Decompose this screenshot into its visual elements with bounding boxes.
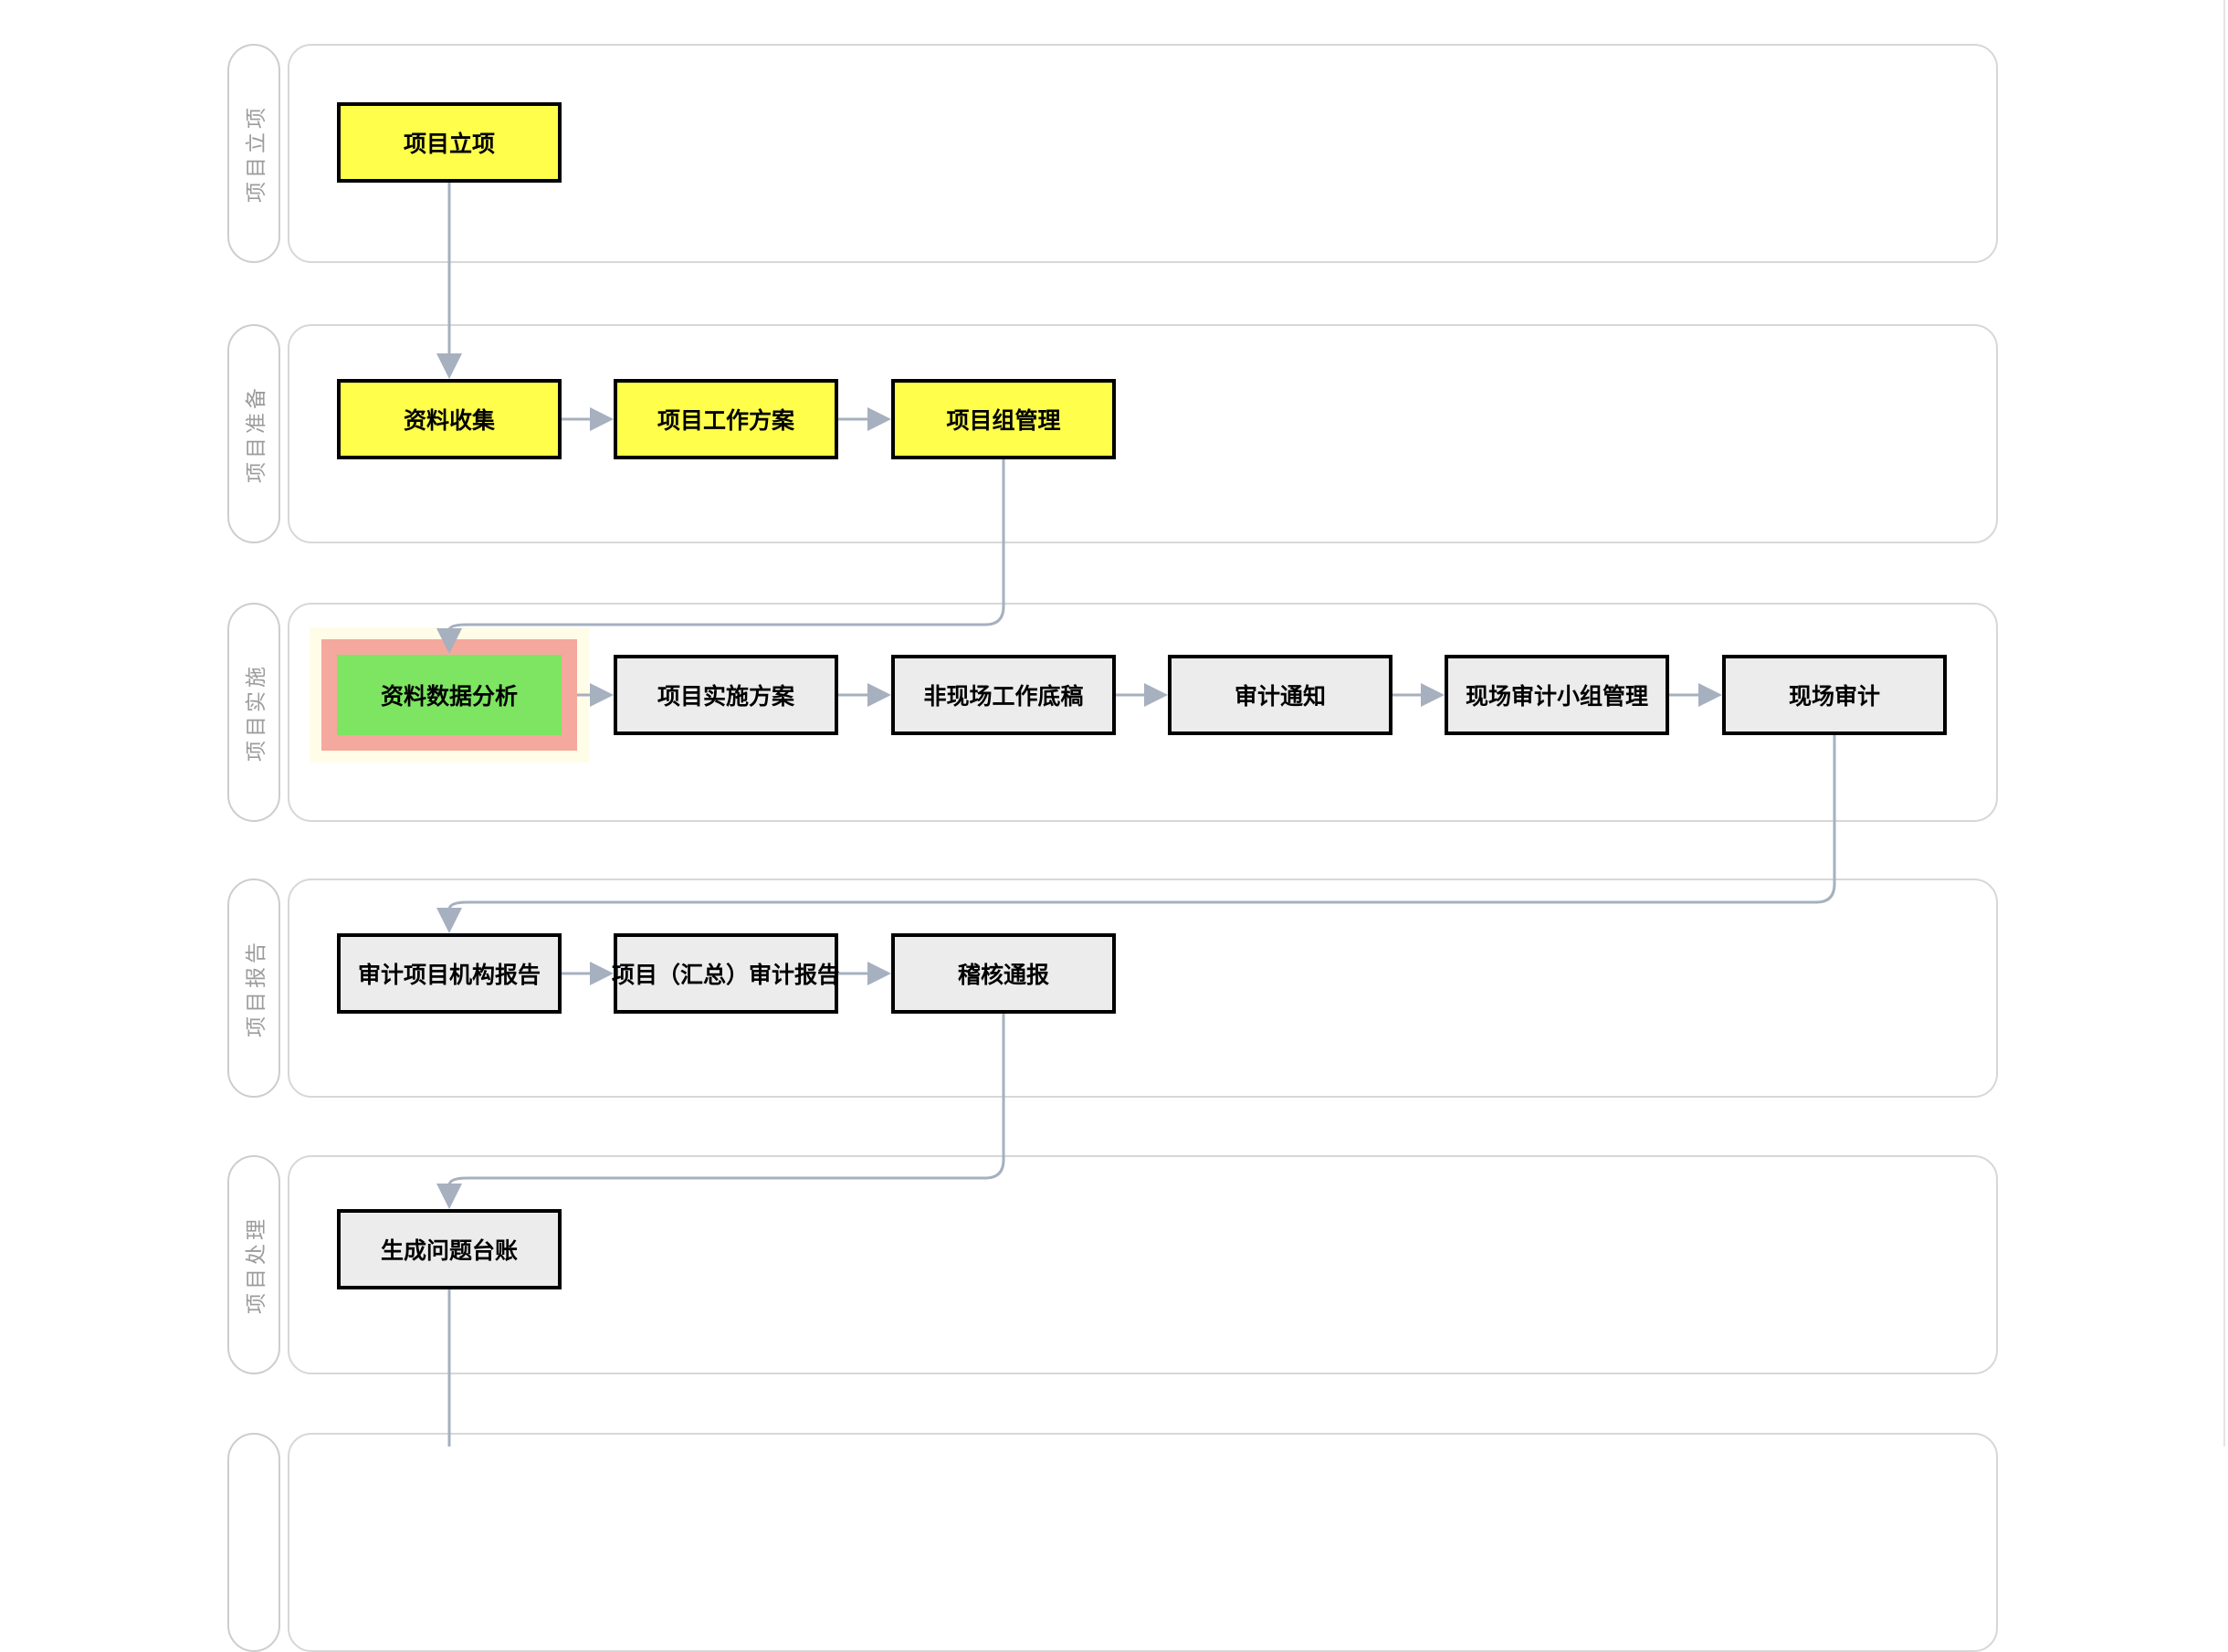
lane-tab-project-preparation: 项目准备 bbox=[227, 324, 280, 543]
node-project-initiation[interactable]: 项目立项 bbox=[337, 102, 562, 183]
lane-container-project-initiation bbox=[288, 44, 1998, 263]
node-inspection-bulletin[interactable]: 稽核通报 bbox=[891, 933, 1116, 1014]
lane-label: 项目处理 bbox=[244, 1215, 268, 1314]
lane-tab-project-implementation: 项目实施 bbox=[227, 603, 280, 822]
lane-tab-project-processing: 项目处理 bbox=[227, 1155, 280, 1374]
lane-tab-next-stage-partial bbox=[227, 1433, 280, 1652]
node-onsite-audit-team-management[interactable]: 现场审计小组管理 bbox=[1445, 655, 1669, 735]
node-project-team-management[interactable]: 项目组管理 bbox=[891, 379, 1116, 459]
lane-label: 项目准备 bbox=[244, 384, 268, 483]
lane-container-next-stage-partial bbox=[288, 1433, 1998, 1652]
node-project-work-plan[interactable]: 项目工作方案 bbox=[614, 379, 838, 459]
node-implementation-plan[interactable]: 项目实施方案 bbox=[614, 655, 838, 735]
window-right-edge-divider bbox=[2223, 0, 2225, 1447]
node-audit-notice[interactable]: 审计通知 bbox=[1168, 655, 1392, 735]
lane-label: 项目报告 bbox=[244, 939, 268, 1037]
lane-tab-project-initiation: 项目立项 bbox=[227, 44, 280, 263]
node-audit-org-report[interactable]: 审计项目机构报告 bbox=[337, 933, 562, 1014]
node-offsite-working-papers[interactable]: 非现场工作底稿 bbox=[891, 655, 1116, 735]
node-issue-ledger[interactable]: 生成问题台账 bbox=[337, 1209, 562, 1289]
lane-label: 项目立项 bbox=[244, 104, 268, 203]
node-project-summary-audit-report[interactable]: 项目（汇总）审计报告 bbox=[612, 933, 840, 1014]
lane-container-project-processing bbox=[288, 1155, 1998, 1374]
lane-label: 项目实施 bbox=[244, 663, 268, 762]
node-data-analysis-highlighted[interactable]: 资料数据分析 bbox=[337, 655, 562, 735]
node-onsite-audit[interactable]: 现场审计 bbox=[1722, 655, 1947, 735]
node-data-collection[interactable]: 资料收集 bbox=[337, 379, 562, 459]
flow-canvas: 项目立项 项目准备 项目实施 项目报告 项目处理 项目立项 资料收集 项目工作方… bbox=[227, 0, 2225, 1652]
lane-tab-project-report: 项目报告 bbox=[227, 879, 280, 1098]
